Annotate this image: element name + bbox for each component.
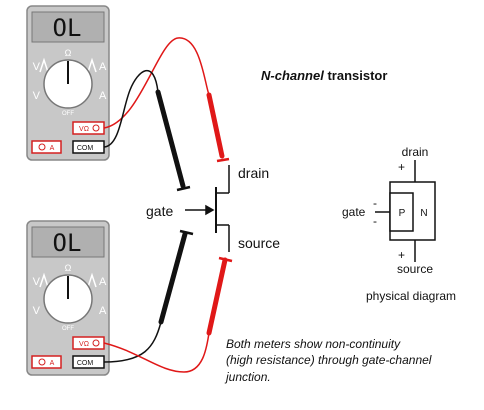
dial-label-v: V	[33, 61, 41, 73]
dial-label-a-lower: A	[99, 305, 107, 317]
dial-label-v-lower: V	[33, 90, 41, 102]
jack-a-label: A	[50, 145, 55, 152]
jack-com-label: COM	[77, 360, 94, 367]
red-lead-wire-top	[103, 37, 210, 129]
jfet-symbol	[185, 165, 230, 252]
dial-label-a: A	[99, 276, 107, 288]
physical-source-plus: +	[398, 248, 405, 262]
red-lead-wire-bottom	[103, 332, 210, 373]
multimeter-top: OL V A Ω V A OFF VΩ A COM	[26, 5, 110, 161]
jack-vohm-label: VΩ	[79, 126, 89, 133]
jack-a[interactable]	[31, 140, 62, 154]
jack-vohm-socket-icon	[92, 124, 100, 132]
dial-mark-a-icon	[87, 272, 97, 288]
dial-label-v: V	[33, 276, 41, 288]
red-probe-bottom[interactable]	[206, 257, 228, 336]
note-line-2: (high resistance) through gate-channel	[226, 353, 432, 367]
dial-mark-a-icon	[87, 57, 97, 73]
black-lead-wire-bottom	[103, 321, 162, 363]
jack-a-socket-icon	[38, 143, 46, 151]
red-probe-tip-top	[216, 157, 230, 163]
meter-display	[31, 11, 105, 43]
meter-display	[31, 226, 105, 258]
note-line-3: junction.	[224, 370, 271, 384]
jack-com-label: COM	[77, 145, 94, 152]
dial-label-off: OFF	[62, 111, 74, 117]
physical-drain-label: drain	[402, 145, 429, 159]
red-probe-top[interactable]	[206, 92, 225, 159]
jack-a-socket-icon	[38, 358, 46, 366]
dial-label-a-lower: A	[99, 90, 107, 102]
diagram-title: N-channel transistor	[261, 68, 387, 83]
meter-display-value: OL	[53, 229, 82, 257]
drain-label: drain	[238, 165, 269, 181]
dial-label-ohm: Ω	[65, 263, 72, 273]
jack-a[interactable]	[31, 355, 62, 369]
title-rest: transistor	[324, 68, 388, 83]
physical-source-label: source	[397, 262, 433, 276]
physical-gate-label: gate	[342, 205, 366, 219]
black-probe-tip-bottom	[179, 229, 194, 236]
p-region-label: P	[399, 208, 406, 219]
dial-label-off: OFF	[62, 326, 74, 332]
black-probe-bottom[interactable]	[158, 231, 188, 325]
black-probe-top[interactable]	[155, 89, 186, 189]
black-probe-tip-top	[176, 185, 191, 192]
dial-label-a: A	[99, 61, 107, 73]
meter-display-value: OL	[53, 14, 82, 42]
red-probe-tip-bottom	[218, 256, 233, 263]
jack-a-label: A	[50, 360, 55, 367]
multimeter-bottom: OL V A Ω V A OFF VΩ A COM	[26, 220, 110, 376]
physical-gate-minus-top: -	[373, 196, 377, 210]
jack-vohm-socket-icon	[92, 339, 100, 347]
explanatory-note: Both meters show non-continuity (high re…	[224, 337, 432, 384]
gate-label: gate	[146, 203, 173, 219]
physical-diagram-caption: physical diagram	[366, 289, 456, 303]
physical-drain-plus: +	[398, 160, 405, 174]
physical-gate-minus-bottom: -	[373, 214, 377, 228]
n-region-label: N	[420, 208, 427, 219]
source-label: source	[238, 235, 280, 251]
gate-arrow-icon	[205, 204, 215, 216]
black-lead-wire-top	[103, 69, 159, 148]
note-line-1: Both meters show non-continuity	[226, 337, 401, 351]
dial-label-v-lower: V	[33, 305, 41, 317]
title-italic: N-channel	[261, 68, 324, 83]
dial-label-ohm: Ω	[65, 48, 72, 58]
jack-vohm-label: VΩ	[79, 341, 89, 348]
dial-mark-v-icon	[39, 272, 49, 288]
dial-mark-v-icon	[39, 57, 49, 73]
physical-diagram: drain + P N gate - - + source physical d…	[342, 145, 456, 303]
